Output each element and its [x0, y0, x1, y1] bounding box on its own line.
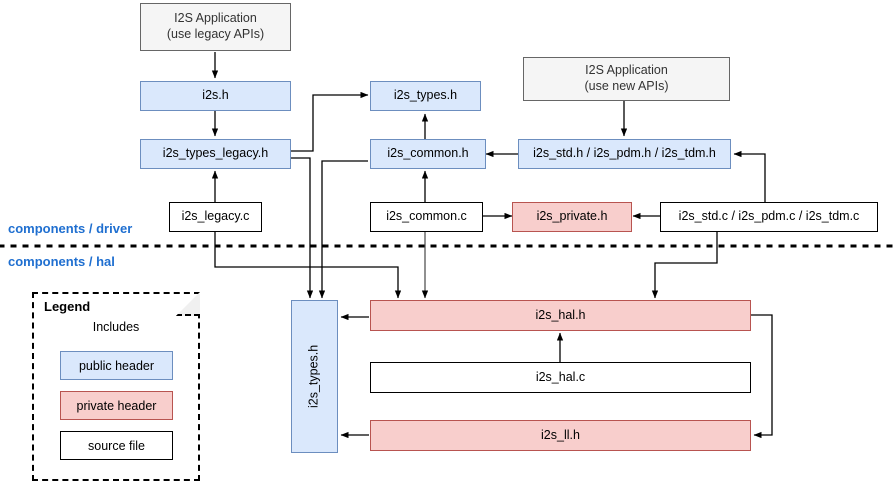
zone-hal-text: components / hal [8, 254, 115, 269]
legend-swatch-private-header: private header [60, 391, 173, 420]
node-label: i2s_std.h / i2s_pdm.h / i2s_tdm.h [533, 146, 716, 161]
node-label: i2s_types.h [393, 88, 458, 103]
edge-i2s-h-to-types-h [290, 91, 369, 152]
legend-swatch-source-file: source file [60, 431, 173, 460]
node-i2s-h[interactable]: i2s.h [140, 81, 291, 111]
edge-std-c-to-hal-h [651, 232, 718, 299]
zone-label-components-driver: components / driver [8, 221, 132, 236]
node-i2s-types-h[interactable]: i2s_types.h [370, 81, 481, 111]
legend-swatch-public-header: public header [60, 351, 173, 380]
edge-common-h-to-types-vert [318, 160, 368, 299]
edge-types-legacy-to-types-vert [290, 157, 314, 299]
app-legacy-line2: (use legacy APIs) [166, 27, 265, 41]
node-i2s-legacy-c[interactable]: i2s_legacy.c [169, 202, 262, 232]
node-i2s-application-legacy[interactable]: I2S Application (use legacy APIs) [140, 3, 291, 51]
node-label: i2s_hal.c [535, 369, 586, 384]
node-i2s-hal-c[interactable]: i2s_hal.c [370, 362, 751, 393]
node-label: i2s_hal.h [535, 307, 586, 322]
node-i2s-common-c[interactable]: i2s_common.c [370, 202, 483, 232]
node-i2s-common-h[interactable]: i2s_common.h [370, 139, 486, 169]
node-label: i2s_legacy.c [181, 209, 250, 224]
node-label: i2s_common.h [387, 146, 469, 161]
legend-includes-label: Includes [92, 320, 140, 334]
legend-source-file-label: source file [88, 438, 145, 453]
edge-legacy-c-to-hal-h [214, 232, 402, 299]
app-legacy-line1: I2S Application [174, 11, 257, 26]
node-i2s-private-h[interactable]: i2s_private.h [512, 202, 632, 232]
node-label: i2s_types.h [306, 344, 321, 409]
zone-label-components-hal: components / hal [8, 254, 115, 269]
node-i2s-std-pdm-tdm-h[interactable]: i2s_std.h / i2s_pdm.h / i2s_tdm.h [518, 139, 731, 169]
node-i2s-types-legacy-h[interactable]: i2s_types_legacy.h [140, 139, 291, 169]
node-i2s-application-new[interactable]: I2S Application (use new APIs) [523, 57, 730, 101]
legend-title: Legend [44, 299, 91, 314]
legend-fold-corner-icon [176, 292, 200, 316]
legend-public-header-label: public header [78, 358, 155, 373]
node-label: i2s_common.c [386, 209, 467, 224]
node-i2s-hal-h[interactable]: i2s_hal.h [370, 300, 751, 331]
node-label: i2s_std.c / i2s_pdm.c / i2s_tdm.c [678, 209, 860, 224]
edge-hal-h-to-ll-h [751, 314, 773, 439]
node-label: i2s_private.h [536, 209, 608, 224]
legend-private-header-label: private header [76, 398, 157, 413]
node-label: i2s_ll.h [541, 427, 580, 442]
node-i2s-std-pdm-tdm-c[interactable]: i2s_std.c / i2s_pdm.c / i2s_tdm.c [660, 202, 878, 232]
node-i2s-types-h-shared[interactable]: i2s_types.h [291, 300, 338, 453]
node-label: i2s.h [202, 88, 229, 103]
app-new-line1: I2S Application [585, 63, 668, 78]
edge-std-c-to-std-h [733, 150, 766, 202]
node-i2s-ll-h[interactable]: i2s_ll.h [370, 420, 751, 451]
zone-driver-text: components / driver [8, 221, 133, 236]
node-label: i2s_types_legacy.h [162, 146, 269, 161]
app-new-line2: (use new APIs) [584, 79, 669, 93]
